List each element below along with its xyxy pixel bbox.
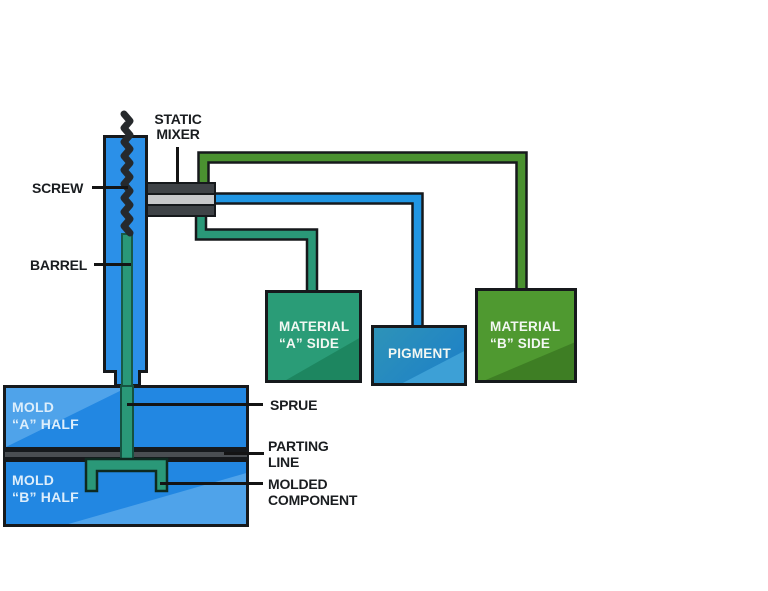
mixer-plate-top (148, 184, 214, 193)
screw-label: SCREW (32, 180, 84, 196)
material-a-tube (194, 213, 319, 292)
material-b-label: MATERIAL “B” SIDE (490, 318, 560, 352)
molded-component-pointer (160, 482, 263, 485)
mold-b-label-line1: MOLD (12, 472, 55, 488)
mold-a-label-line1: MOLD (12, 399, 55, 415)
barrel-pointer (94, 263, 131, 266)
mold-b-label-line2: “B” HALF (12, 489, 79, 505)
pigment-label: PIGMENT (388, 345, 451, 362)
material-b-label-line2: “B” SIDE (490, 336, 551, 351)
mixer-plate-bottom (148, 206, 214, 215)
sprue-label: SPRUE (270, 397, 318, 413)
material-a-label-line2: “A” SIDE (279, 336, 340, 351)
mixer-plate-middle (148, 195, 214, 204)
parting-line-label-line2: LINE (268, 454, 300, 470)
barrel-label: BARREL (30, 257, 88, 273)
screw-icon (120, 110, 134, 237)
molded-component-label-line1: MOLDED (268, 476, 328, 492)
static-mixer-label-line2: MIXER (156, 126, 200, 142)
material-a-box: MATERIAL “A” SIDE (265, 290, 362, 383)
pigment-tube (212, 192, 424, 327)
static-mixer-label-line1: STATIC (154, 111, 202, 127)
parting-line-pointer (224, 452, 264, 455)
molded-component-shape (84, 457, 169, 493)
parting-line-label-line1: PARTING (268, 438, 329, 454)
sprue-pointer (127, 403, 263, 406)
pigment-box: PIGMENT (371, 325, 467, 386)
molded-component-label-line2: COMPONENT (268, 492, 358, 508)
mold-b-label: MOLD“B” HALF (12, 472, 79, 506)
material-b-label-line1: MATERIAL (490, 319, 561, 334)
mold-a-label: MOLD“A” HALF (12, 399, 79, 433)
material-b-tube (197, 151, 528, 290)
material-a-label-line1: MATERIAL (279, 319, 350, 334)
pigment-label-line1: PIGMENT (388, 346, 451, 361)
static-mixer-pointer (176, 147, 179, 184)
material-a-label: MATERIAL “A” SIDE (279, 318, 349, 352)
mold-a-label-line2: “A” HALF (12, 416, 79, 432)
screw-pointer (92, 186, 128, 189)
static-mixer (146, 182, 216, 217)
material-b-box: MATERIAL “B” SIDE (475, 288, 577, 383)
